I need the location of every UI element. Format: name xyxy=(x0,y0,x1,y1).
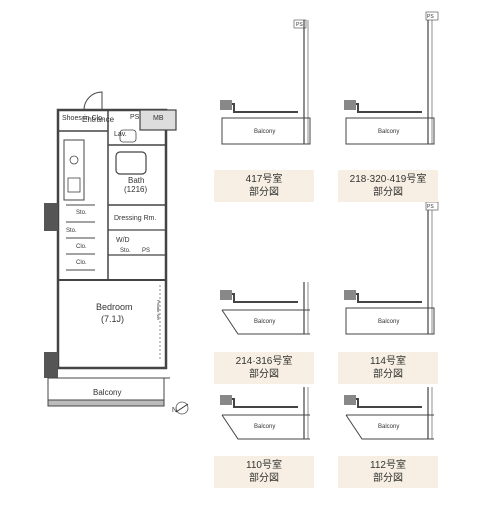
wall-column-lower xyxy=(44,352,58,378)
partial-balcony-label: Balcony xyxy=(254,319,275,325)
unit-outline xyxy=(56,108,168,370)
label-bath: Bath xyxy=(128,176,144,185)
partial-ps-box xyxy=(425,201,439,211)
label-ps: PS xyxy=(130,114,140,121)
partial-plan-5: Balcony xyxy=(344,387,434,440)
label-bedroom: Bedroom xyxy=(96,302,133,312)
kitchen-counter xyxy=(63,139,85,201)
partial-column xyxy=(220,290,232,300)
partial-balcony-edge xyxy=(221,414,310,440)
label-entrance: Entrance xyxy=(82,115,115,124)
partial-caption-214: 214·316号室 部分図 xyxy=(214,352,314,384)
partial-column xyxy=(220,100,232,110)
caption-417-label: 417号室 xyxy=(245,174,283,185)
partial-column xyxy=(344,290,356,300)
label-balcony: Balcony xyxy=(93,388,121,397)
label-clo-1: Clo. xyxy=(76,244,87,250)
label-lav: Lav. xyxy=(114,131,127,138)
partial-plan-1: Balcony PS xyxy=(344,11,439,145)
caption-218-sub: 部分図 xyxy=(373,187,403,198)
wall-column-upper xyxy=(44,203,58,231)
entrance-door xyxy=(83,91,103,111)
compass-label: N xyxy=(172,407,177,414)
label-bath-size: (1216) xyxy=(124,185,147,194)
bath-tub xyxy=(115,151,147,175)
label-bedroom-size: (7.1J) xyxy=(101,314,124,324)
caption-214-label: 214·316号室 xyxy=(235,356,293,367)
partial-balcony-label: Balcony xyxy=(378,319,399,325)
label-clo-2: Clo. xyxy=(76,260,87,266)
partial-balcony-label: Balcony xyxy=(378,129,399,135)
caption-110-sub: 部分図 xyxy=(249,473,279,484)
partial-balcony-edge xyxy=(221,309,310,335)
label-sto-1: Sto. xyxy=(76,210,87,216)
caption-112-label: 112号室 xyxy=(370,460,406,471)
top-ps-box xyxy=(293,19,307,29)
partial-balcony-edge xyxy=(345,307,435,335)
main-plan-labels: Shoes-in Clo. Entrance PS MB Lav. Bath (… xyxy=(62,114,164,397)
partial-caption-218: 218·320·419号室 部分図 xyxy=(338,170,438,202)
partial-ps-box xyxy=(425,11,439,21)
partial-column xyxy=(220,395,232,405)
label-wd: W/D xyxy=(116,237,130,244)
caption-112-sub: 部分図 xyxy=(373,473,403,484)
mb-box xyxy=(139,109,177,131)
label-shoes-in-closet: Shoes-in Clo. xyxy=(62,115,104,122)
partial-balcony-label: Balcony xyxy=(254,424,275,430)
caption-110-label: 110号室 xyxy=(246,460,282,471)
label-sto-3: Sto. xyxy=(120,248,131,254)
caption-218-label: 218·320·419号室 xyxy=(349,174,427,185)
partial-ps-label: PS xyxy=(427,204,434,210)
caption-214-sub: 部分図 xyxy=(249,369,279,380)
partial-caption-114: 114号室 部分図 xyxy=(338,352,438,384)
partial-caption-417: 417号室 部分図 xyxy=(214,170,314,202)
partial-caption-112: 112号室 部分図 xyxy=(338,456,438,488)
label-pipe: Private Net xyxy=(156,300,161,321)
caption-417-sub: 部分図 xyxy=(249,187,279,198)
label-mb: MB xyxy=(153,115,164,122)
partial-plan-3: Balcony PS xyxy=(344,201,439,335)
partial-plan-0: Balcony xyxy=(220,20,311,145)
partial-balcony-label: Balcony xyxy=(378,424,399,430)
partial-plan-2: Balcony xyxy=(220,282,310,335)
label-sto-2: Sto. xyxy=(66,228,77,234)
partial-balcony-edge xyxy=(345,414,434,440)
lav-sink xyxy=(119,129,137,143)
partial-column xyxy=(344,395,356,405)
partial-ps-label: PS xyxy=(427,14,434,20)
partial-balcony-label: Balcony xyxy=(254,129,275,135)
caption-114-label: 114号室 xyxy=(370,356,406,367)
main-unit-plan xyxy=(44,91,177,407)
partial-balcony-edge xyxy=(221,117,311,145)
label-ps-2: PS xyxy=(142,248,150,254)
caption-114-sub: 部分図 xyxy=(373,369,403,380)
label-dressing: Dressing Rm. xyxy=(114,215,156,222)
top-ps-label: PS xyxy=(296,22,303,28)
balcony-edge xyxy=(47,399,165,407)
partial-plan-4: Balcony xyxy=(220,387,310,440)
north-arrow: N xyxy=(172,401,189,415)
partial-column xyxy=(344,100,356,110)
partial-caption-110: 110号室 部分図 xyxy=(214,456,314,488)
partial-balcony-edge xyxy=(345,117,435,145)
